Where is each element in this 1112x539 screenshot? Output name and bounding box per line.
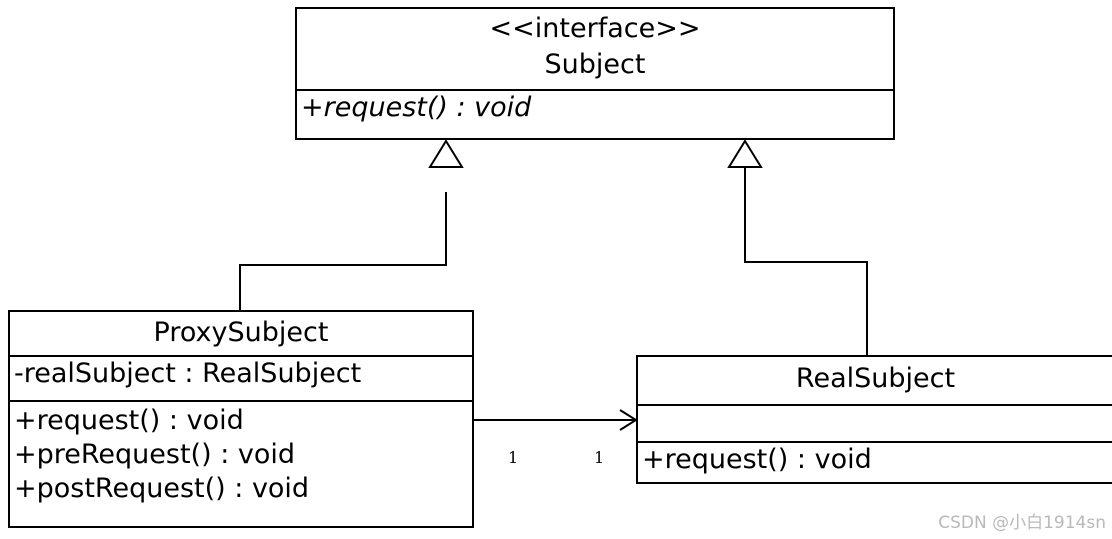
proxy-class-name: ProxySubject [153,317,329,348]
watermark: CSDN @小白1914sn [938,513,1106,533]
association-source-multiplicity: 1 [508,448,519,467]
subject-operations: +request() : void [297,89,893,140]
real-subject-class: RealSubject +request() : void [636,355,1112,484]
proxy-attribute: -realSubject : RealSubject [14,358,362,389]
subject-class-name: Subject [544,49,646,80]
proxy-operations: +request() : void +preRequest() : void +… [10,400,472,506]
real-realization-arrowhead [727,139,763,168]
proxy-operation: +request() : void [14,405,244,436]
real-attributes [638,404,1112,441]
subject-operation: +request() : void [301,92,532,123]
real-realization-line [744,167,868,355]
subject-interface-class: <<interface>> Subject +request() : void [295,7,895,140]
real-operation: +request() : void [642,444,872,475]
subject-stereotype: <<interface>> [489,13,701,44]
proxy-operation: +postRequest() : void [14,473,310,504]
proxy-realization-line [239,192,447,310]
proxy-attributes: -realSubject : RealSubject [10,355,472,400]
proxy-operation: +preRequest() : void [14,439,296,470]
proxy-realization-arrowhead [428,139,464,168]
association-target-multiplicity: 1 [594,448,605,467]
real-operations: +request() : void [638,441,1112,486]
real-class-name: RealSubject [795,363,956,394]
proxy-subject-class: ProxySubject -realSubject : RealSubject … [8,310,474,528]
